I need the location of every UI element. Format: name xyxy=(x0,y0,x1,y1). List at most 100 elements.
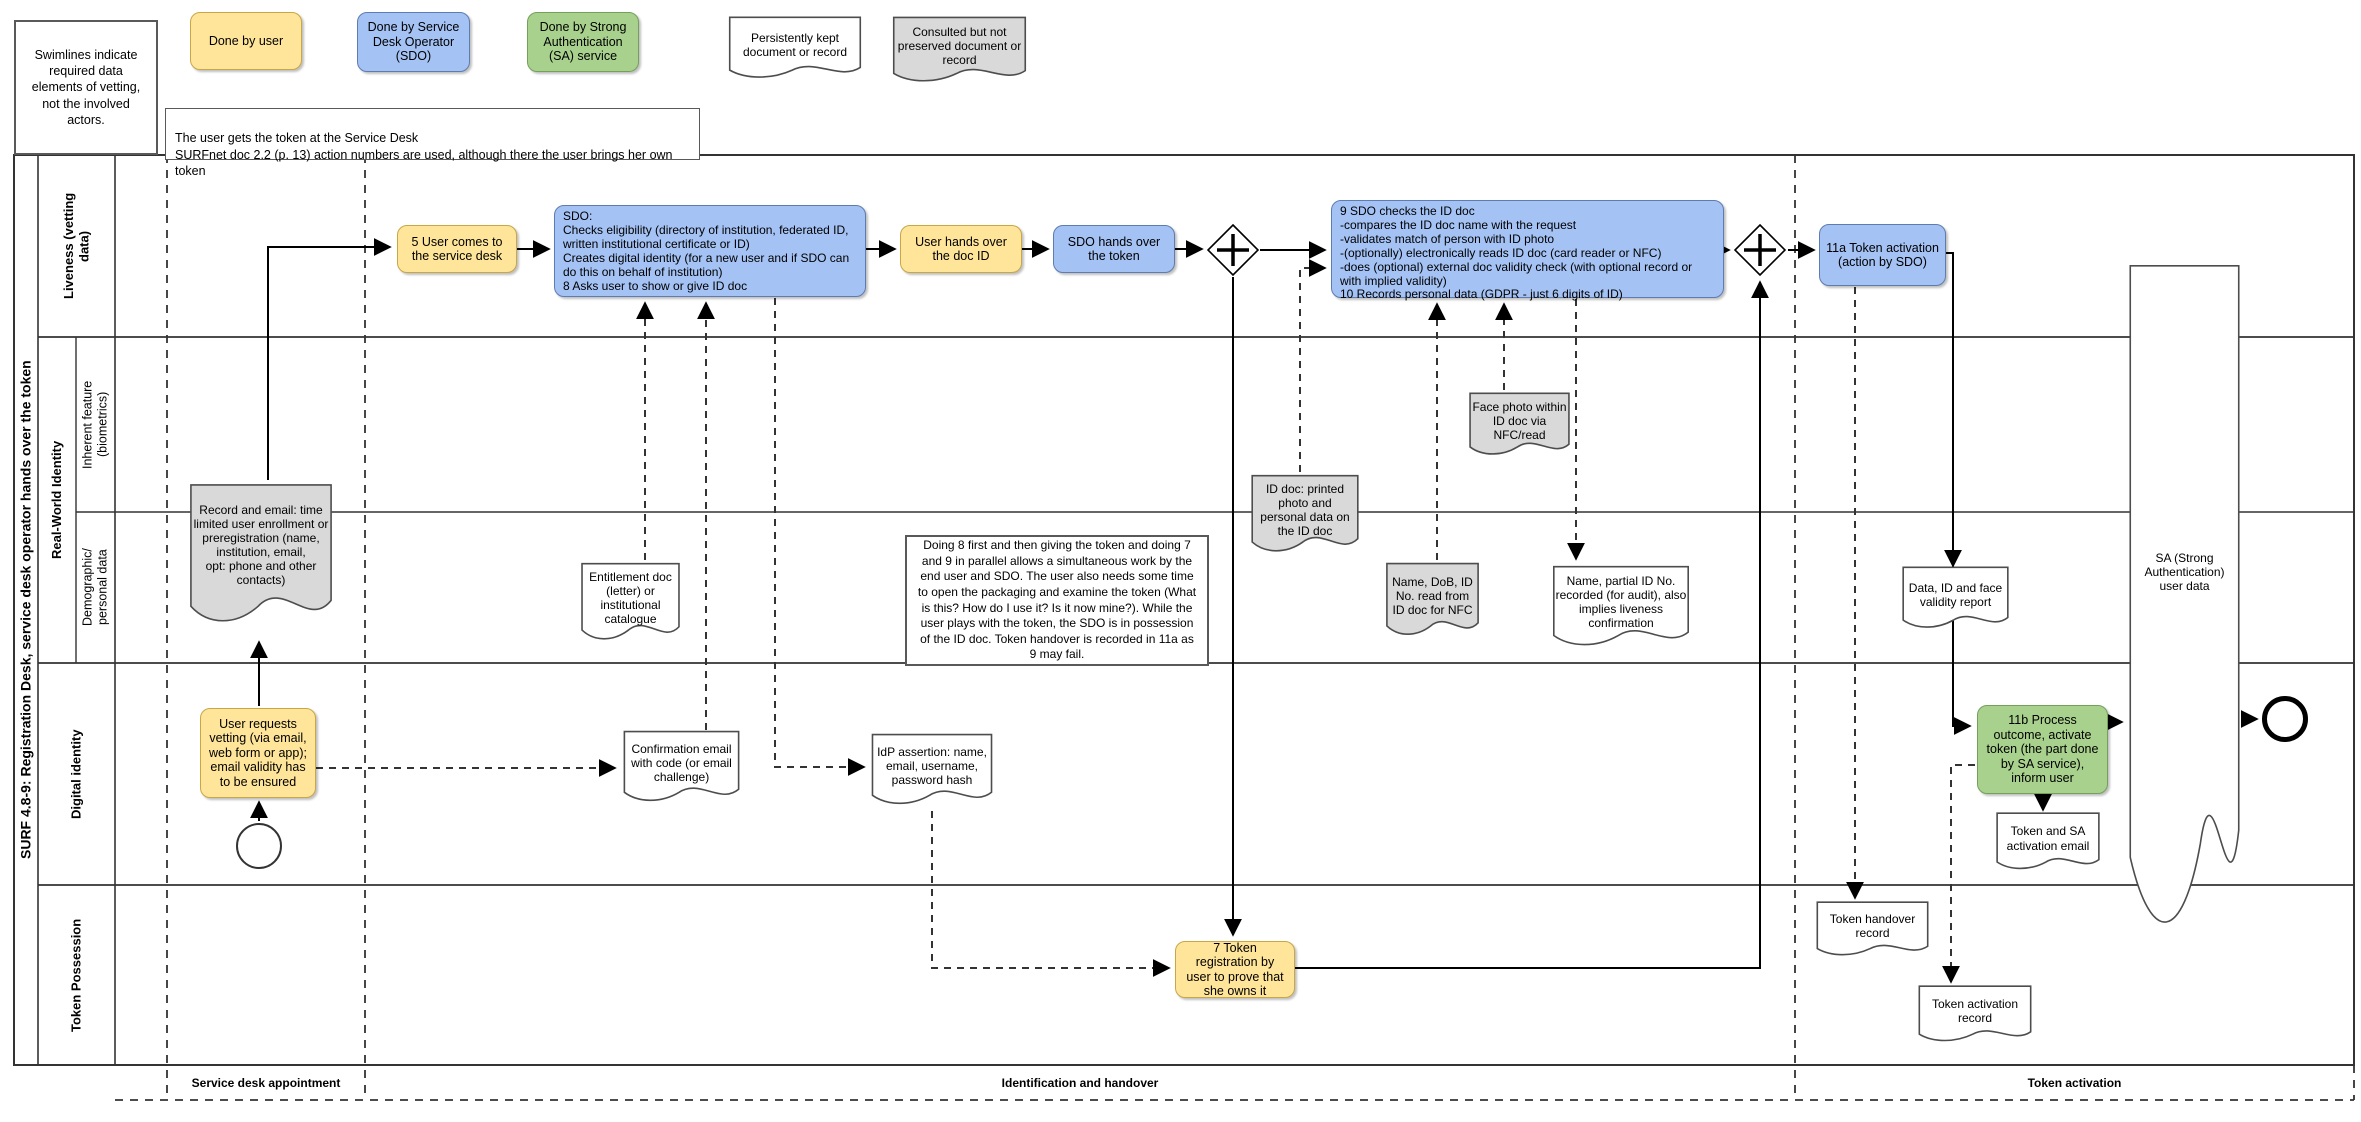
doc-label: Entitlement doc (letter) or institutiona… xyxy=(589,569,672,627)
task-label: 9 SDO checks the ID doc -compares the ID… xyxy=(1340,204,1693,302)
task-label: SDO: Checks eligibility (directory of in… xyxy=(563,209,850,293)
parallel-gateway-2[interactable] xyxy=(1733,223,1787,277)
phase-label-text: Identification and handover xyxy=(1001,1076,1159,1090)
task-sdo-checks-eligibility[interactable]: SDO: Checks eligibility (directory of in… xyxy=(554,205,866,297)
legend-persistent-doc[interactable]: Persistently kept document or record xyxy=(727,16,863,82)
top-note: The user gets the token at the Service D… xyxy=(165,108,700,178)
legend-consulted-doc-label: Consulted but not preserved document or … xyxy=(897,25,1022,68)
lane-label-text: Inherent feature (biometrics) xyxy=(80,380,110,469)
task-5-user-comes-to-desk[interactable]: 5 User comes to the service desk xyxy=(397,225,517,273)
doc-entitlement[interactable]: Entitlement doc (letter) or institutiona… xyxy=(580,562,681,645)
task-user-hands-over-doc[interactable]: User hands over the doc ID xyxy=(900,225,1022,273)
parallel-gateway-icon xyxy=(1733,223,1787,277)
legend-done-by-user-label: Done by user xyxy=(208,33,284,48)
doc-token-sa-activation-email[interactable]: Token and SA activation email xyxy=(1995,812,2101,873)
phase-token-activation: Token activation xyxy=(1795,1070,2354,1096)
legend-done-by-sdo[interactable]: Done by Service Desk Operator (SDO) xyxy=(357,12,470,72)
task-label: 11a Token activation (action by SDO) xyxy=(1826,240,1939,270)
task-label: 7 Token registration by user to prove th… xyxy=(1186,940,1284,999)
document-shape-icon xyxy=(1468,392,1571,459)
doc-confirmation-email[interactable]: Confirmation email with code (or email c… xyxy=(622,730,741,806)
legend-done-by-user[interactable]: Done by user xyxy=(190,12,302,70)
parallel-gateway-icon xyxy=(1206,223,1260,277)
document-shape-icon xyxy=(1250,474,1360,557)
task-7-token-registration[interactable]: 7 Token registration by user to prove th… xyxy=(1175,941,1295,998)
task-label: 11b Process outcome, activate token (the… xyxy=(1986,713,2099,786)
start-event-circle[interactable] xyxy=(236,823,282,869)
doc-validity-report[interactable]: Data, ID and face validity report xyxy=(1901,566,2010,632)
phase-service-desk-appointment: Service desk appointment xyxy=(167,1070,365,1096)
lane-label-text: Digital identity xyxy=(68,729,84,819)
document-shape-icon xyxy=(1385,562,1480,640)
parallel-gateway-1[interactable] xyxy=(1206,223,1260,277)
document-shape-icon xyxy=(1917,985,2033,1045)
legend-done-by-sa-label: Done by Strong Authentication (SA) servi… xyxy=(539,20,627,64)
lane-label-real-world: Real-World Identity xyxy=(38,337,76,663)
doc-label: IdP assertion: name, email, username, pa… xyxy=(877,744,987,787)
task-11b-process-outcome[interactable]: 11b Process outcome, activate token (the… xyxy=(1977,705,2108,794)
lane-label-token-possession: Token Possession xyxy=(38,885,115,1065)
doc-label: Name, partial ID No. recorded (for audit… xyxy=(1555,573,1687,631)
pool-title: SURF 4.8-9: Registration Desk, service d… xyxy=(14,155,38,1065)
doc-name-partial-idno[interactable]: Name, partial ID No. recorded (for audit… xyxy=(1551,565,1691,651)
doc-token-activation-record[interactable]: Token activation record xyxy=(1917,985,2033,1045)
swimlines-note-text: Swimlines indicate required data element… xyxy=(31,47,141,127)
task-11a-token-activation[interactable]: 11a Token activation (action by SDO) xyxy=(1819,224,1946,286)
doc-idp-assertion[interactable]: IdP assertion: name, email, username, pa… xyxy=(870,733,994,809)
lane-label-digital-identity: Digital identity xyxy=(38,663,115,885)
doc-token-handover-record[interactable]: Token handover record xyxy=(1815,901,1930,959)
phase-identification-handover: Identification and handover xyxy=(365,1070,1795,1096)
document-shape-icon xyxy=(1551,565,1691,651)
doc-face-photo[interactable]: Face photo within ID doc via NFC/read xyxy=(1468,392,1571,459)
doc-label: Data, ID and face validity report xyxy=(1908,580,2003,609)
parallel-work-note: Doing 8 first and then giving the token … xyxy=(905,535,1209,666)
lane-label-demographic: Demographic/ personal data xyxy=(76,512,115,663)
doc-label: Face photo within ID doc via NFC/read xyxy=(1472,399,1567,443)
task-9-sdo-checks-id-doc[interactable]: 9 SDO checks the ID doc -compares the ID… xyxy=(1331,200,1724,301)
document-shape-icon xyxy=(2128,259,2241,939)
task-label: 5 User comes to the service desk xyxy=(411,234,503,264)
document-shape-icon xyxy=(580,562,681,645)
document-shape-icon xyxy=(870,733,994,809)
document-shape-icon xyxy=(1901,566,2010,632)
task-sdo-hands-over-token[interactable]: SDO hands over the token xyxy=(1053,225,1175,273)
top-note-text: The user gets the token at the Service D… xyxy=(175,131,673,178)
doc-label: Token and SA activation email xyxy=(2006,824,2090,853)
legend-done-by-sdo-label: Done by Service Desk Operator (SDO) xyxy=(367,20,460,64)
legend-done-by-sa[interactable]: Done by Strong Authentication (SA) servi… xyxy=(527,12,639,72)
end-event-circle[interactable] xyxy=(2262,696,2308,742)
document-shape-icon xyxy=(727,16,863,82)
document-shape-icon xyxy=(1995,812,2101,873)
doc-label: ID doc: printed photo and personal data … xyxy=(1260,481,1350,539)
document-shape-icon xyxy=(622,730,741,806)
lane-label-text: Token Possession xyxy=(68,918,84,1032)
task-label: User hands over the doc ID xyxy=(915,234,1007,264)
document-shape-icon xyxy=(891,16,1028,86)
doc-label: Name, DoB, ID No. read from ID doc for N… xyxy=(1392,574,1473,617)
doc-label: Token activation record xyxy=(1931,997,2019,1026)
task-label: User requests vetting (via email, web fo… xyxy=(209,716,307,789)
lane-label-text: Liveness (vetting data) xyxy=(60,192,92,300)
lane-label-inherent-feature: Inherent feature (biometrics) xyxy=(76,337,115,512)
phase-label-text: Token activation xyxy=(2027,1076,2122,1090)
doc-label: Record and email: time limited user enro… xyxy=(193,502,329,588)
doc-sa-user-data[interactable]: SA (Strong Authentication) user data xyxy=(2128,259,2241,939)
doc-record-and-email[interactable]: Record and email: time limited user enro… xyxy=(188,482,334,630)
legend-persistent-doc-label: Persistently kept document or record xyxy=(742,30,848,59)
legend-consulted-doc[interactable]: Consulted but not preserved document or … xyxy=(891,16,1028,86)
note-text: Doing 8 first and then giving the token … xyxy=(917,538,1197,662)
task-label: SDO hands over the token xyxy=(1067,234,1161,264)
task-user-requests-vetting[interactable]: User requests vetting (via email, web fo… xyxy=(200,708,316,798)
doc-label: Token handover record xyxy=(1829,912,1916,941)
doc-name-dob-idno[interactable]: Name, DoB, ID No. read from ID doc for N… xyxy=(1385,562,1480,640)
lane-label-text: Demographic/ personal data xyxy=(80,548,110,627)
document-shape-icon xyxy=(188,482,334,630)
doc-label: Confirmation email with code (or email c… xyxy=(631,741,732,784)
lane-label-liveness: Liveness (vetting data) xyxy=(38,155,115,337)
swimlines-note: Swimlines indicate required data element… xyxy=(14,20,158,155)
lane-label-text: Real-World Identity xyxy=(49,440,65,560)
document-shape-icon xyxy=(1815,901,1930,959)
pool-title-text: SURF 4.8-9: Registration Desk, service d… xyxy=(17,360,34,860)
doc-id-doc-printed[interactable]: ID doc: printed photo and personal data … xyxy=(1250,474,1360,557)
